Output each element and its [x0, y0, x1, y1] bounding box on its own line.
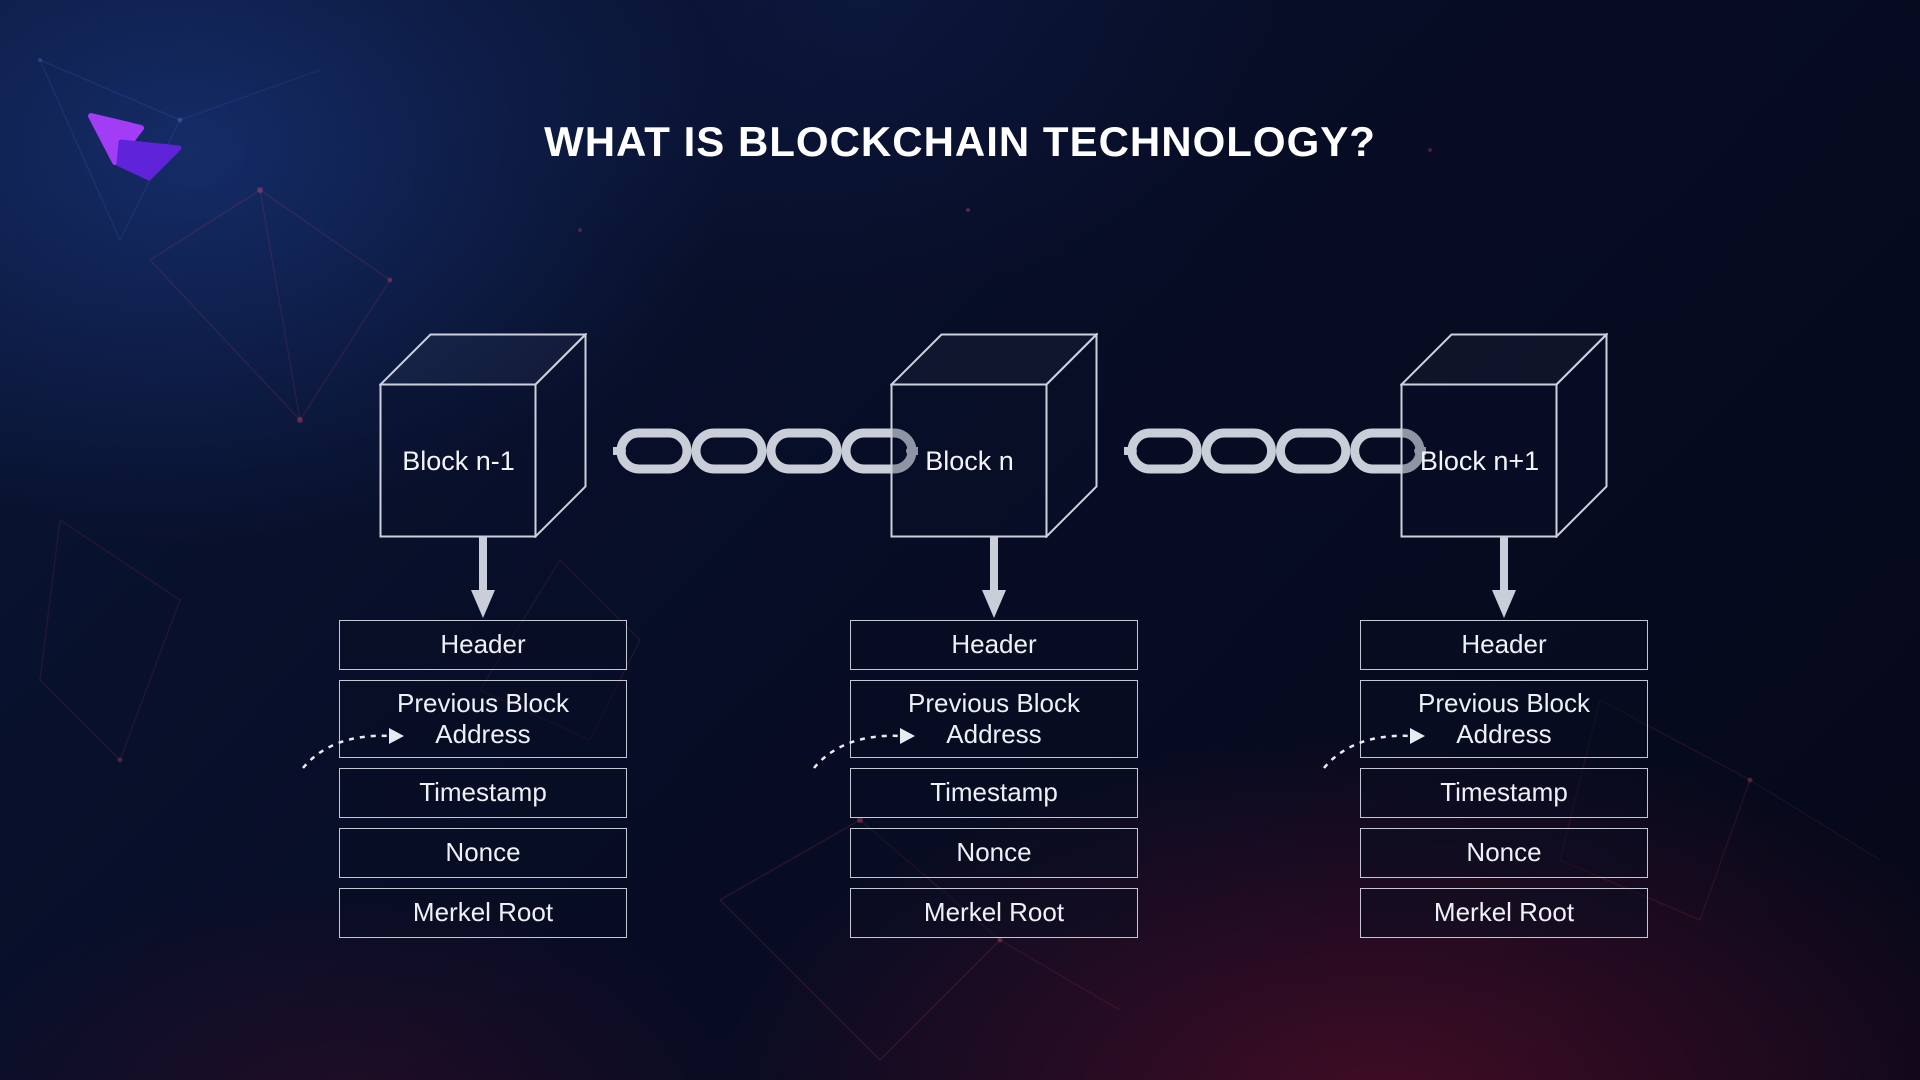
block-structure-list: Header Previous Block Address Timestamp …	[1360, 620, 1648, 938]
down-arrow-icon	[1492, 536, 1516, 618]
field-box-merkel-root: Merkel Root	[339, 888, 627, 938]
field-box-timestamp: Timestamp	[1360, 768, 1648, 818]
down-arrow-icon	[982, 536, 1006, 618]
block-structure-list: Header Previous Block Address Timestamp …	[850, 620, 1138, 938]
block-cube: Block n-1	[379, 333, 587, 538]
block-structure-list: Header Previous Block Address Timestamp …	[339, 620, 627, 938]
block-column: Block n-1 Header Previous Block Address …	[302, 333, 627, 983]
block-label: Block n	[925, 445, 1014, 476]
field-box-merkel-root: Merkel Root	[850, 888, 1138, 938]
down-arrow-icon	[471, 536, 495, 618]
field-box-previous-block-address: Previous Block Address	[1360, 680, 1648, 758]
field-box-timestamp: Timestamp	[339, 768, 627, 818]
block-column: Block n Header Previous Block Address Ti…	[813, 333, 1138, 983]
chain-link-icon	[1124, 428, 1426, 474]
prev-address-pointer-icon	[1323, 728, 1425, 769]
block-cube: Block n	[890, 333, 1098, 538]
field-box-header: Header	[850, 620, 1138, 670]
block-label: Block n+1	[1419, 445, 1540, 476]
field-box-nonce: Nonce	[1360, 828, 1648, 878]
field-box-header: Header	[1360, 620, 1648, 670]
block-label: Block n-1	[402, 445, 515, 476]
field-box-header: Header	[339, 620, 627, 670]
block-cube: Block n+1	[1400, 333, 1608, 538]
chain-link-icon	[613, 428, 918, 474]
prev-address-pointer-icon	[302, 728, 404, 769]
field-box-nonce: Nonce	[339, 828, 627, 878]
field-box-timestamp: Timestamp	[850, 768, 1138, 818]
prev-address-pointer-icon	[813, 728, 915, 769]
field-box-nonce: Nonce	[850, 828, 1138, 878]
brand-logo-icon	[88, 113, 182, 181]
field-box-previous-block-address: Previous Block Address	[850, 680, 1138, 758]
field-box-merkel-root: Merkel Root	[1360, 888, 1648, 938]
field-box-previous-block-address: Previous Block Address	[339, 680, 627, 758]
block-column: Block n+1 Header Previous Block Address …	[1323, 333, 1648, 983]
page-title: WHAT IS BLOCKCHAIN TECHNOLOGY?	[544, 118, 1376, 165]
